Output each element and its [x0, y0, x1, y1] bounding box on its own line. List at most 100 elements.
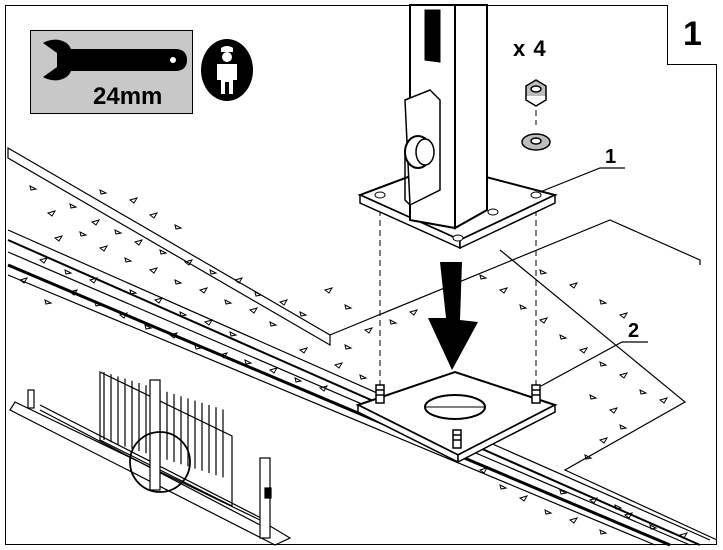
- gravel-mark: [248, 307, 259, 314]
- callout-leaders: [539, 167, 648, 387]
- gravel-mark: [479, 274, 488, 280]
- sliding-gate-inset: [9, 371, 292, 546]
- step-number: 1: [683, 15, 702, 53]
- gravel-mark: [478, 467, 489, 474]
- gravel-mark: [519, 304, 528, 310]
- foundation-plate: [355, 370, 558, 464]
- gravel-mark: [389, 319, 398, 325]
- gravel-mark: [268, 367, 279, 374]
- gravel-mark: [53, 235, 64, 242]
- gravel-mark: [498, 287, 509, 294]
- gravel-mark: [29, 185, 38, 191]
- gravel-mark: [599, 299, 608, 305]
- gravel-mark: [588, 497, 599, 504]
- gravel-mark: [499, 484, 508, 490]
- gravel-mark: [98, 245, 109, 252]
- gravel-mark: [623, 512, 634, 519]
- figure-frame: [5, 5, 717, 545]
- gravel-mark: [159, 249, 168, 255]
- gravel-mark: [118, 312, 129, 319]
- gravel-mark: [344, 344, 353, 350]
- callout-2: 2: [628, 320, 640, 342]
- gravel-mark: [124, 257, 133, 263]
- gravel-mark: [578, 347, 589, 354]
- gravel-mark: [46, 210, 57, 217]
- washer-icon: [521, 133, 551, 151]
- gravel-mark: [90, 219, 101, 226]
- gravel-mark: [618, 372, 629, 379]
- gravel-mark: [94, 301, 103, 307]
- gravel-mark: [544, 509, 553, 515]
- gravel-mark: [269, 321, 278, 327]
- gravel-mark: [599, 361, 608, 367]
- gravel-mark: [318, 385, 329, 392]
- gravel-mark: [294, 377, 303, 383]
- gravel-mark: [539, 269, 548, 275]
- gravel-mark: [133, 239, 144, 246]
- gravel-mark: [18, 277, 29, 284]
- gravel-mark: [344, 304, 353, 310]
- gravel-mark: [649, 524, 658, 530]
- gravel-mark: [128, 197, 139, 204]
- gravel-mark: [174, 224, 183, 230]
- gravel-mark: [129, 289, 138, 295]
- gravel-mark: [278, 299, 289, 306]
- gravel-mark: [233, 277, 244, 284]
- gravel-mark: [114, 229, 123, 235]
- gravel-mark: [153, 297, 164, 304]
- gravel-mark: [254, 291, 263, 297]
- gravel-mark: [148, 212, 159, 219]
- gravel-mark: [148, 267, 159, 274]
- gravel-mark: [658, 397, 669, 404]
- gravel-mark: [194, 344, 203, 350]
- gravel-mark: [589, 394, 598, 400]
- gravel-mark: [568, 282, 579, 289]
- gate-column: [404, 4, 488, 230]
- gate-bars: [99, 371, 233, 507]
- gravel-mark: [599, 529, 608, 535]
- gravel-mark: [198, 287, 209, 294]
- gravel-mark: [244, 359, 253, 365]
- gravel-mark: [678, 532, 689, 539]
- tool-panel: 24mm: [30, 30, 193, 114]
- gravel-mark: [203, 319, 214, 326]
- gravel-mark: [598, 437, 609, 444]
- gravel-mark: [618, 312, 629, 319]
- gravel-mark: [218, 352, 229, 359]
- gravel-mark: [568, 517, 579, 524]
- gravel-mark: [168, 332, 179, 339]
- gravel-mark: [69, 203, 78, 209]
- gravel-mark: [639, 389, 648, 395]
- technician-icon: [201, 39, 253, 101]
- gravel-mark: [518, 495, 529, 502]
- gravel-mark: [359, 374, 368, 380]
- gravel-mark: [608, 407, 619, 414]
- gravel-mark: [333, 362, 344, 369]
- wrench-size-label: 24mm: [93, 83, 163, 110]
- quantity-label: x 4: [513, 36, 547, 61]
- gravel-mark: [174, 279, 183, 285]
- gravel-mark: [64, 269, 73, 275]
- gravel-mark: [209, 269, 218, 275]
- gravel-texture: [18, 185, 689, 539]
- gravel-mark: [229, 331, 238, 337]
- gravel-mark: [224, 299, 233, 305]
- gravel-mark: [323, 287, 334, 294]
- gravel-mark: [408, 309, 419, 316]
- gravel-mark: [584, 454, 593, 460]
- gravel-mark: [559, 489, 568, 495]
- gravel-mark: [144, 324, 153, 330]
- gravel-mark: [68, 289, 79, 296]
- gravel-mark: [614, 504, 623, 510]
- hex-nut-icon: [525, 79, 547, 107]
- down-arrow-icon: [428, 262, 478, 370]
- callout-1: 1: [605, 146, 617, 168]
- wrench-icon: [43, 39, 187, 81]
- gravel-mark: [44, 299, 53, 305]
- gravel-mark: [99, 189, 108, 195]
- gate-frame: [99, 371, 233, 507]
- gravel-mark: [298, 347, 309, 354]
- step-number-box: 1: [667, 5, 717, 65]
